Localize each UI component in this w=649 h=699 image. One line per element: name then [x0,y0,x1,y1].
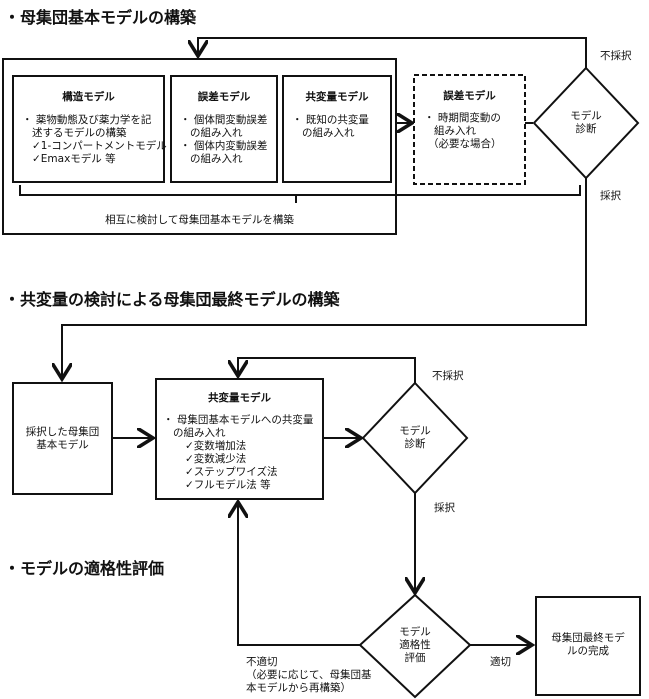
label-line: モデル [399,626,431,638]
label-line: 採択した母集団 [25,426,100,438]
model-adequacy-diamond [358,593,472,699]
bullet-cont: 述するモデルの構築 [32,127,127,139]
label-line: 本モデルから再構築） [246,682,351,694]
bullet: ・ 個体内変動誤差 [180,140,268,152]
label-line: 適格性 [399,639,431,651]
box-title: 誤差モデル [197,91,251,103]
optional-error-model-box [413,74,526,185]
bullet: ・ 時期間変動の [424,112,501,124]
label-line: （必要に応じて、母集団基 [246,669,372,681]
accept-label-1: 採択 [600,190,621,202]
method-item: ✓変数減少法 [185,453,247,465]
label-line: 診断 [404,438,426,450]
section-heading-2: ・共変量の検討による母集団最終モデルの構築 [4,290,340,309]
label-line: 母集団最終モデ [551,632,625,644]
sub-item: ✓Emaxモデル 等 [32,153,116,165]
covariate-model-box: 共変量モデル ・ 既知の共変量 の組み入れ [282,75,392,183]
bracket-label: 相互に検討して母集団基本モデルを構築 [105,214,294,226]
structural-model-box: 構造モデル ・ 薬物動態及び薬力学を記 述するモデルの構築 ✓1-コンパートメン… [12,75,167,183]
reject-label-2: 不採択 [432,370,464,382]
bullet: ・ 母集団基本モデルへの共変量 [163,414,314,426]
label-line: モデル [570,110,602,122]
reject-label-1: 不採択 [600,50,632,62]
box-title: 共変量モデル [208,392,271,404]
inappropriate-label: 不適切（必要に応じて、母集団基本モデルから再構築） [246,656,371,695]
section-heading-3: ・モデルの適格性評価 [4,559,165,578]
label-line: 不適切 [246,656,278,668]
bullet: ・ 個体間変動誤差 [180,114,268,126]
label-line: 評価 [404,652,426,664]
optional-error-model: 誤差モデル ・ 時期間変動の 組み入れ （必要な場合） [414,75,525,151]
bullet-cont: 組み入れ [434,125,476,137]
label-line: モデル [399,425,431,437]
sub-item: ✓1-コンパートメントモデル [32,140,167,152]
method-item: ✓変数増加法 [185,440,247,452]
bullet-cont: の組み入れ [190,153,243,165]
covariate-model-box-2: 共変量モデル ・ 母集団基本モデルへの共変量 の組み入れ ✓変数増加法 ✓変数減… [155,378,324,500]
diamond-1-label: モデル診断 [546,110,626,136]
accept-label-2: 採択 [434,502,455,514]
bullet-cont: の組み入れ [173,427,226,439]
bullet-cont: の組み入れ [302,127,355,139]
base-model-group [2,58,397,235]
adopted-base-model-box: 採択した母集団基本モデル [12,382,113,495]
diamond-2-label: モデル診断 [375,425,455,451]
method-item: ✓ステップワイズ法 [185,466,278,478]
final-model-box: 母集団最終モデルの完成 [535,596,641,696]
error-model-box: 誤差モデル ・ 個体間変動誤差 の組み入れ ・ 個体内変動誤差 の組み入れ [170,75,278,183]
method-item: ✓フルモデル法 等 [185,479,271,491]
label-line: 基本モデル [36,439,89,451]
box-title: 共変量モデル [305,91,369,103]
appropriate-label: 適切 [490,656,511,668]
bullet-cont: の組み入れ [190,127,243,139]
box-title: 誤差モデル [443,90,496,102]
section-heading-1: ・母集団基本モデルの構築 [4,8,197,27]
label-line: 診断 [575,123,597,135]
bullet: ・ 既知の共変量 [292,114,369,126]
note: （必要な場合） [428,138,502,150]
label-line: ルの完成 [567,645,609,657]
bullet: ・ 薬物動態及び薬力学を記 [22,114,152,126]
diamond-3-label: モデル適格性評価 [375,626,455,665]
box-title: 構造モデル [62,91,115,103]
